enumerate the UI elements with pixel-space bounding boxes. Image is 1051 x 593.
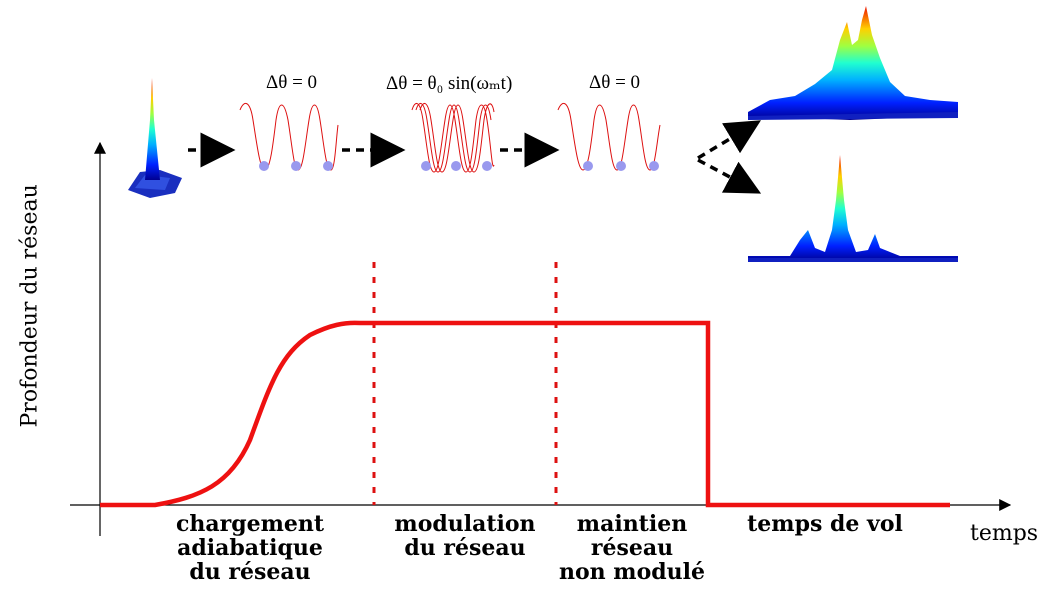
phase-label-hold: maintien réseau non modulé [548, 512, 716, 584]
lattice-depth-profile [100, 320, 950, 508]
atom [451, 161, 461, 171]
atom [583, 161, 593, 171]
y-axis-label: Profondeur du réseau [17, 184, 43, 428]
tof-image-diffraction-peaks [748, 155, 958, 262]
phase-label-line: réseau [590, 535, 674, 561]
atom [649, 161, 659, 171]
lattice-potential-modulated [411, 102, 495, 173]
branch-arrow-up [697, 120, 762, 160]
lattice-potential-3 [557, 102, 661, 171]
atom [482, 161, 492, 171]
atom [259, 161, 269, 171]
phase-label-line: modulation [394, 511, 536, 537]
phase-label-line: du réseau [189, 559, 311, 585]
atom [421, 161, 431, 171]
phase-label-line: non modulé [558, 559, 705, 585]
formula-before-modulation: Δθ = 0 [266, 72, 318, 93]
phase-label-line: chargement [175, 511, 325, 537]
lattice-potential-1 [239, 102, 339, 171]
phase-label-modulation: modulation du réseau [375, 512, 555, 560]
x-axis-label: temps [970, 521, 1039, 546]
atom [616, 161, 626, 171]
phase-label-line: adiabatique [177, 535, 323, 561]
tof-image-heated [748, 6, 958, 120]
formula-after-modulation: Δθ = 0 [589, 72, 641, 93]
phase-label-tof: temps de vol [720, 512, 930, 536]
initial-condensate-image [128, 78, 182, 198]
atom [291, 161, 301, 171]
phase-label-line: du réseau [404, 535, 526, 561]
phase-label-line: maintien [576, 511, 688, 537]
branch-arrow-down [697, 158, 762, 194]
phase-label-line: temps de vol [747, 511, 903, 537]
atom [323, 161, 333, 171]
phase-label-loading: chargement adiabatique du réseau [150, 512, 350, 584]
formula-modulation: Δθ = θ₀ sin(ωₘt) [386, 73, 513, 94]
